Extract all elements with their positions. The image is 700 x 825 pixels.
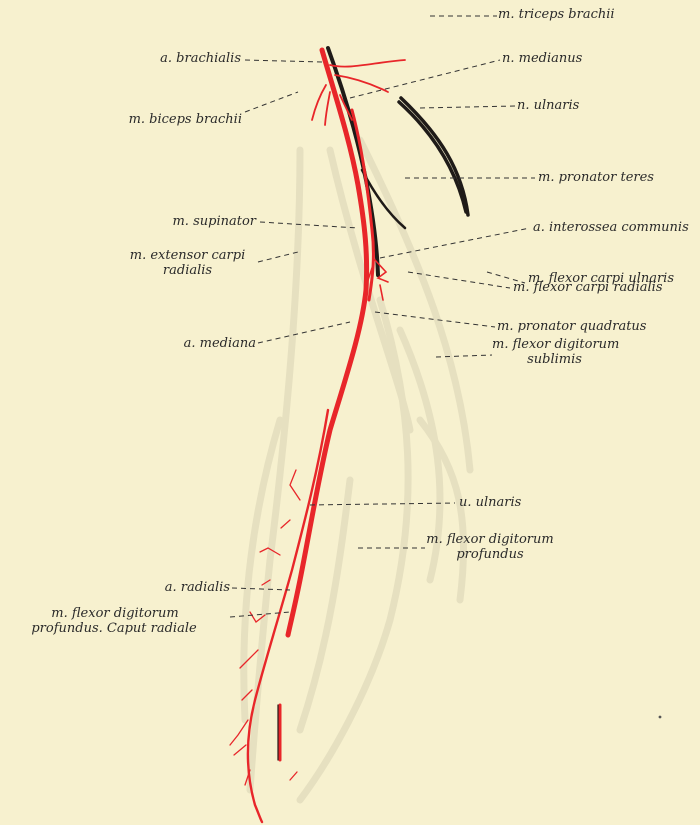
speck [659, 716, 662, 719]
label-pronator-teres: m. pronator teres [538, 170, 654, 185]
label-flexor-digitorum-sublimis-1: m. flexor digitorum [492, 337, 617, 352]
label-biceps-brachii: m. biceps brachii [100, 112, 242, 127]
artery-fragment [278, 705, 280, 760]
label-a-brachialis: a. brachialis [120, 51, 241, 66]
label-flexor-digitorum-sublimis-2: sublimis [492, 352, 617, 367]
label-flexor-carpi-radialis: m. flexor carpi radialis [513, 280, 663, 295]
label-extensor-carpi: m. extensor carpi [120, 248, 255, 263]
label-flexor-caput-radiale-2: profundus. Caput radiale [0, 621, 228, 636]
label-flexor-caput-radiale-1: m. flexor digitorum [20, 606, 210, 621]
artery-radialis [248, 410, 328, 822]
label-a-radialis: a. radialis [100, 580, 230, 595]
label-n-medianus: n. medianus [502, 51, 582, 66]
label-extensor-carpi-radialis: radialis [120, 263, 255, 278]
muscle-shading [244, 140, 470, 800]
label-pronator-quadratus: m. pronator quadratus [497, 319, 646, 334]
label-interossea-communis: a. interossea communis [533, 220, 689, 235]
nerve-ulnaris [399, 98, 468, 215]
label-a-mediana: a. mediana [130, 336, 256, 351]
label-n-ulnaris: n. ulnaris [517, 98, 579, 113]
label-flexor-digitorum-profundus-1: m. flexor digitorum [425, 532, 555, 547]
label-u-ulnaris: u. ulnaris [459, 495, 521, 510]
label-m-supinator: m. supinator [120, 214, 256, 229]
label-triceps-brachii: m. triceps brachii [498, 7, 615, 22]
label-flexor-digitorum-profundus-2: profundus [425, 547, 555, 562]
